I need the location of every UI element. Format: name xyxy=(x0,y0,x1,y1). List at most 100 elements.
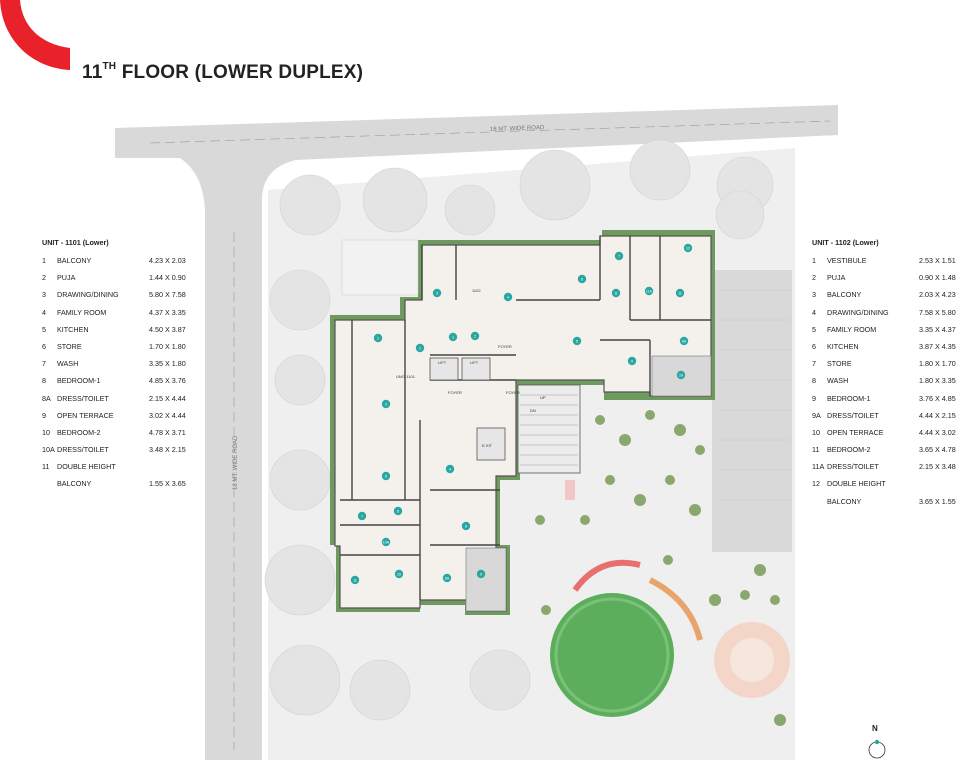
room-marker xyxy=(461,521,471,531)
room-marker xyxy=(572,336,582,346)
room-marker-label: 5 xyxy=(576,339,578,343)
legend-room-name: FAMILY ROOM xyxy=(827,324,877,334)
legend-room-number: 3 xyxy=(812,290,816,300)
room-marker xyxy=(394,569,404,579)
plan-label-lift-2: LIFT xyxy=(470,360,479,365)
room-marker xyxy=(381,471,391,481)
legend-room-number: 5 xyxy=(42,324,46,334)
room-marker-label: 11 xyxy=(678,291,682,295)
plan-label-unit1101: UNIT 1101 xyxy=(396,374,416,379)
legend-room-dimension: 2.53 X 1.51 xyxy=(919,256,956,265)
room-marker-label: 10 xyxy=(679,373,683,377)
legend-room-dimension: 2.03 X 4.23 xyxy=(919,290,956,300)
room-marker-label: 5 xyxy=(385,474,387,478)
legend-room-dimension: 3.76 X 4.85 xyxy=(919,393,956,403)
room-marker xyxy=(350,575,360,585)
room-marker-label: 1 xyxy=(377,336,379,340)
legend-room-name: DRAWING/DINING xyxy=(827,307,889,317)
north-compass: N xyxy=(867,724,889,760)
legend-room-dimension: 4.37 X 3.35 xyxy=(149,307,186,317)
room-marker-label: 6 xyxy=(581,277,583,281)
legend-room-number: 10 xyxy=(812,427,820,437)
legend-room-name: DOUBLE HEIGHT xyxy=(57,462,116,472)
room-marker xyxy=(577,274,587,284)
room-marker-label: 7 xyxy=(618,254,620,258)
legend-room-number: 5 xyxy=(812,324,816,334)
room-marker xyxy=(627,356,637,366)
stair-block xyxy=(517,384,581,474)
legend-row: 9 BEDROOM-1 3.76 X 4.85 xyxy=(812,394,962,411)
plan-label-lift-1: LIFT xyxy=(438,360,447,365)
room-marker xyxy=(432,288,442,298)
legend-room-number: 10A xyxy=(42,445,55,455)
north-label: N xyxy=(872,724,878,733)
room-marker xyxy=(445,464,455,474)
room-marker xyxy=(373,333,383,343)
room-marker xyxy=(683,243,693,253)
room-marker xyxy=(357,511,367,521)
legend-room-name: PUJA xyxy=(57,273,76,283)
legend-heading-1101: UNIT - 1101 (Lower) xyxy=(42,238,109,247)
legend-room-name: STORE xyxy=(827,359,852,369)
legend-room-name: DRAWING/DINING xyxy=(57,290,119,300)
legend-room-number: 1 xyxy=(812,256,816,265)
legend-room-name: KITCHEN xyxy=(827,341,859,351)
plan-label-foyer-1: FOYER xyxy=(448,390,462,395)
room-marker-label: 10A xyxy=(383,540,390,544)
legend-room-dimension: 1.55 X 3.65 xyxy=(149,479,186,489)
room-marker-label: 2 xyxy=(474,334,476,338)
room-marker xyxy=(393,506,403,516)
room-marker xyxy=(442,573,452,583)
legend-room-name: DOUBLE HEIGHT xyxy=(827,479,886,489)
legend-room-dimension: 0.90 X 1.48 xyxy=(919,273,956,283)
lift-2 xyxy=(461,357,491,381)
legend-room-number: 12 xyxy=(812,479,820,489)
legend-room-name: BEDROOM-2 xyxy=(57,427,101,437)
room-marker xyxy=(470,331,480,341)
legend-room-dimension: 1.70 X 1.80 xyxy=(149,341,186,351)
lawn-circle xyxy=(550,593,674,717)
legend-room-name: BEDROOM-1 xyxy=(827,393,871,403)
compass-icon xyxy=(868,739,886,759)
legend-room-name: BALCONY xyxy=(827,496,862,506)
legend-room-number: 9 xyxy=(812,393,816,403)
legend-room-dimension: 3.35 X 1.80 xyxy=(149,359,186,369)
room-marker xyxy=(644,286,654,296)
legend-room-dimension: 1.44 X 0.90 xyxy=(149,273,186,283)
room-marker-label: 3 xyxy=(385,402,387,406)
legend-room-number: 11 xyxy=(42,462,50,472)
room-marker xyxy=(675,288,685,298)
legend-room-dimension: 3.65 X 4.78 xyxy=(919,445,956,455)
legend-room-number: 10 xyxy=(42,427,50,437)
lift-1 xyxy=(429,357,459,381)
legend-room-dimension: 3.65 X 1.55 xyxy=(919,496,956,506)
page-title: 11TH FLOOR (LOWER DUPLEX) xyxy=(82,61,364,83)
legend-room-number: 4 xyxy=(812,307,816,317)
legend-room-name: OPEN TERRACE xyxy=(827,427,884,437)
legend-room-name: WASH xyxy=(827,376,849,386)
plan-label-unit1102: 1102 xyxy=(472,288,481,293)
plan-label-exit: E.XIT xyxy=(482,443,493,448)
parking-block xyxy=(712,270,792,552)
plan-label-dn: DN xyxy=(530,408,536,413)
room-marker xyxy=(476,569,486,579)
plan-label-up: UP xyxy=(540,395,546,400)
plan-label-foyer-3: FOYER xyxy=(498,344,512,349)
legend-room-number: 8A xyxy=(42,393,51,403)
corner-accent-shape xyxy=(0,0,70,70)
legend-room-dimension: 5.80 X 7.58 xyxy=(149,290,186,300)
room-marker-label: 9 xyxy=(631,359,633,363)
